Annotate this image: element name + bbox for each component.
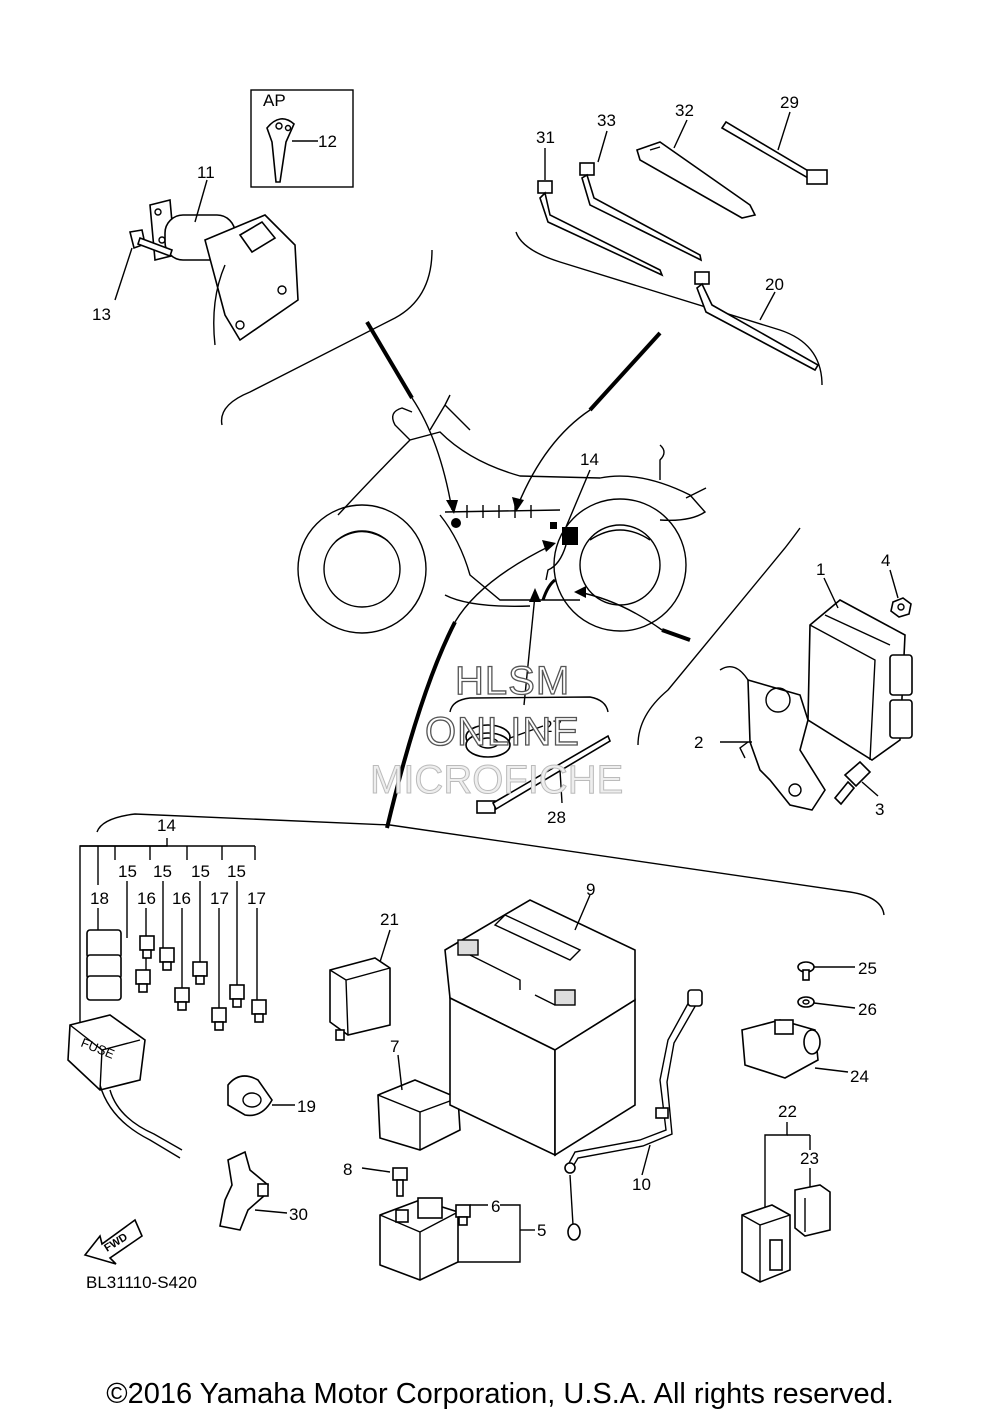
- clamp-29: [720, 120, 828, 185]
- group-boundary-small: [449, 696, 609, 713]
- cable-tie-33: [579, 162, 703, 262]
- arrow-to-battery-area: [523, 594, 536, 706]
- cable-tie-20: [694, 271, 820, 372]
- callout-9: 9: [586, 880, 595, 899]
- callout-14-top: 14: [580, 450, 599, 469]
- relay-part-21: [329, 957, 391, 1041]
- callout-5: 5: [537, 1221, 546, 1240]
- arrow-to-harness: [454, 544, 553, 623]
- callout-1: 1: [816, 560, 825, 579]
- washer-part-26: [797, 996, 815, 1008]
- grommet-part-27: [465, 724, 511, 758]
- callout-19: 19: [297, 1097, 316, 1116]
- group-boundary-left: [220, 249, 433, 426]
- pointer-line-ecu: [661, 628, 691, 642]
- callout-26: 26: [858, 1000, 877, 1019]
- callout-3: 3: [875, 800, 884, 819]
- callout-16a: 16: [137, 889, 156, 908]
- callout-31: 31: [536, 128, 555, 147]
- group-boundary-bottom: [96, 813, 885, 916]
- callout-12: 12: [318, 132, 337, 151]
- key-part: [266, 118, 295, 183]
- ecu-unit: [807, 599, 913, 761]
- callout-6: 6: [491, 1197, 500, 1216]
- fuse-blades: [135, 935, 267, 1031]
- callout-25: 25: [858, 959, 877, 978]
- callout-10: 10: [632, 1175, 651, 1194]
- pointer-line-bottom: [385, 621, 457, 829]
- callout-2: 2: [694, 733, 703, 752]
- sensor-part-24: [741, 1019, 821, 1079]
- group-boundary-right: [515, 231, 823, 386]
- band-32: [636, 141, 757, 219]
- fuse-part-6: [455, 1204, 471, 1226]
- watermark-line-1: HLSM: [455, 659, 570, 703]
- screw-part-25: [797, 961, 815, 981]
- callout-30: 30: [289, 1205, 308, 1224]
- callout-4: 4: [881, 551, 890, 570]
- battery-lead-part-10: [564, 989, 703, 1241]
- callout-11: 11: [197, 163, 215, 182]
- callout-18: 18: [90, 889, 109, 908]
- callout-14-fuse: 14: [157, 816, 176, 835]
- cover-part-7: [377, 1079, 461, 1151]
- coupler-part-22: [741, 1204, 791, 1283]
- callout-28: 28: [547, 808, 566, 827]
- holder-part-19: [227, 1075, 273, 1117]
- callout-13: 13: [92, 305, 111, 324]
- callout-22: 22: [778, 1102, 797, 1121]
- callout-33: 33: [597, 111, 616, 130]
- bracket-part-2: [719, 666, 826, 811]
- main-switch-part: [149, 198, 299, 346]
- callout-21: 21: [380, 910, 399, 929]
- motorcycle-outline: [297, 394, 707, 634]
- starter-relay-part-5: [379, 1197, 459, 1281]
- callout-8: 8: [343, 1160, 352, 1179]
- watermark-line-2: ONLINE: [425, 710, 580, 754]
- inset-label-ap: AP: [263, 91, 286, 110]
- arrow-to-key-switch: [411, 397, 453, 511]
- battery-part-9: [444, 899, 636, 1157]
- callout-17b: 17: [247, 889, 266, 908]
- inset-box-ap: [250, 89, 354, 188]
- callout-24: 24: [850, 1067, 869, 1086]
- callout-27: 27: [543, 717, 562, 736]
- callout-16b: 16: [172, 889, 191, 908]
- callout-15c: 15: [191, 862, 210, 881]
- callout-7: 7: [390, 1037, 399, 1056]
- relay-part-18: [86, 929, 122, 1001]
- callout-15d: 15: [227, 862, 246, 881]
- screw-part: [129, 229, 174, 258]
- watermark-line-3: MICROFICHE: [370, 758, 623, 802]
- cable-tie-31: [537, 180, 664, 277]
- callout-29: 29: [780, 93, 799, 112]
- part-code: BL31110-S420: [86, 1273, 197, 1292]
- bolt-part-3: [833, 760, 872, 806]
- pointer-line-right: [588, 331, 662, 412]
- callout-17a: 17: [210, 889, 229, 908]
- fwd-arrow-icon: FWD: [83, 1218, 143, 1265]
- group-boundary-ecu: [637, 527, 801, 746]
- copyright-text: ©2016 Yamaha Motor Corporation, U.S.A. A…: [106, 1378, 894, 1410]
- fuse-box-part: FUSE: [67, 1014, 183, 1159]
- arrow-to-bands: [517, 409, 591, 506]
- bracket-22: [764, 1122, 788, 1210]
- callout-23: 23: [800, 1149, 819, 1168]
- callout-32: 32: [675, 101, 694, 120]
- callout-20: 20: [765, 275, 784, 294]
- coupler-part-23: [794, 1184, 831, 1237]
- callout-15a: 15: [118, 862, 137, 881]
- nut-part-4: [890, 597, 912, 618]
- holder-part-30: [219, 1150, 269, 1231]
- cable-tie-28: [476, 734, 611, 814]
- pointer-line-left: [365, 320, 414, 400]
- bolt-part-8: [392, 1167, 408, 1197]
- callout-15b: 15: [153, 862, 172, 881]
